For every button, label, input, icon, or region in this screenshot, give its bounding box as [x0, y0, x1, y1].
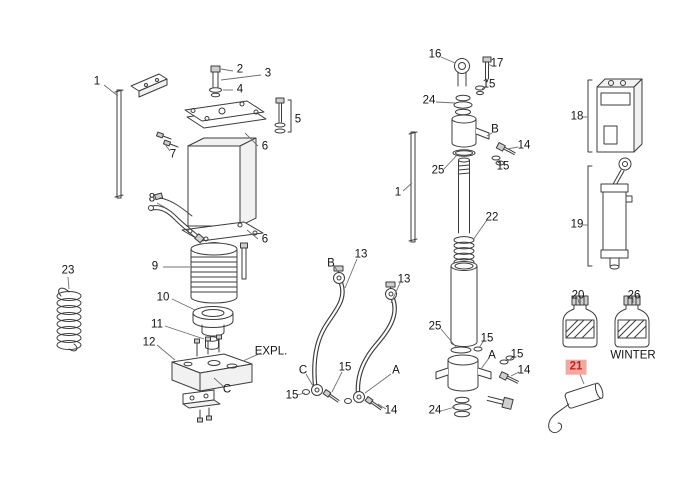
- callout-20[interactable]: 20: [571, 289, 585, 302]
- part-12-valve-block: [171, 334, 253, 392]
- callout-7[interactable]: 7: [169, 148, 177, 161]
- callout-4[interactable]: 4: [236, 83, 244, 96]
- callout-22[interactable]: 22: [485, 211, 499, 224]
- callout-18[interactable]: 18: [570, 110, 584, 123]
- leader-lines: [67, 56, 634, 412]
- part-6-cover-plate-top: [184, 100, 267, 129]
- callout-17[interactable]: 17: [490, 57, 504, 70]
- callout-a: A: [488, 349, 496, 362]
- callout-21[interactable]: 21: [565, 359, 587, 375]
- callout-16[interactable]: 16: [428, 48, 442, 61]
- callout-1[interactable]: 1: [93, 75, 101, 88]
- callout-12[interactable]: 12: [142, 336, 156, 349]
- callout-15[interactable]: 15: [480, 332, 494, 345]
- callout-5[interactable]: 5: [294, 113, 302, 126]
- callout-c: C: [298, 364, 308, 377]
- part-23-spring: [56, 287, 82, 352]
- part-1-rod: [114, 89, 124, 199]
- callout-15[interactable]: 15: [496, 160, 510, 173]
- callout-26[interactable]: 26: [627, 289, 641, 302]
- part-7-screws: [155, 131, 179, 148]
- callout-9[interactable]: 9: [151, 260, 159, 273]
- callout-b: B: [327, 257, 335, 270]
- mounting-bracket-top: [130, 73, 168, 98]
- top-fitting-port-b: [451, 114, 516, 166]
- main-cylinder-assembly: [408, 56, 519, 418]
- part-9-motor: [190, 242, 248, 304]
- part-13-hoses: [302, 265, 397, 411]
- cylinder-tube: [450, 261, 478, 347]
- callout-10[interactable]: 10: [156, 291, 170, 304]
- part-5-bolt: [274, 97, 292, 134]
- hose-fittings: [302, 389, 383, 411]
- callout-3[interactable]: 3: [264, 67, 272, 80]
- right-column: [548, 78, 650, 434]
- mounting-bracket-bottom: [182, 389, 221, 423]
- part-8-cables: [148, 192, 205, 244]
- callout-14[interactable]: 14: [517, 364, 531, 377]
- callout-15[interactable]: 15: [482, 78, 496, 91]
- callout-15[interactable]: 15: [285, 389, 299, 402]
- callout-6[interactable]: 6: [261, 233, 269, 246]
- part-24-washer-stack-top: [453, 94, 473, 116]
- callout-19[interactable]: 19: [570, 218, 584, 231]
- callout-b: B: [491, 123, 499, 136]
- callout-14[interactable]: 14: [517, 139, 531, 152]
- callout-11[interactable]: 11: [151, 318, 163, 331]
- callout-24[interactable]: 24: [428, 404, 442, 417]
- piston-rod: [458, 157, 470, 234]
- left-motor-assembly: [56, 65, 292, 423]
- callout-a: A: [392, 364, 400, 377]
- callout-25[interactable]: 25: [428, 320, 442, 333]
- callout-15[interactable]: 15: [510, 348, 524, 361]
- callout-c: C: [222, 383, 232, 396]
- part-25-oring-bottom: [450, 346, 483, 354]
- part-19-cylinder: [587, 157, 633, 270]
- callout-13[interactable]: 13: [397, 273, 411, 286]
- callout-winter: WINTER: [610, 349, 656, 362]
- callout-13[interactable]: 13: [354, 248, 368, 261]
- callout-expl: EXPL.: [254, 345, 288, 358]
- part-1-rod-center: [408, 131, 418, 243]
- part-10-pump: [192, 306, 234, 337]
- callout-1[interactable]: 1: [394, 186, 402, 199]
- callout-6[interactable]: 6: [261, 140, 269, 153]
- callout-15[interactable]: 15: [338, 361, 352, 374]
- part-16-ball-joint: [454, 58, 470, 87]
- part-26-winter-oil-bottle: [614, 295, 650, 348]
- part-25-oring-top: [452, 149, 476, 157]
- bottom-manifold-ports-a-c: [435, 354, 519, 410]
- part-21-cable-part: [548, 382, 604, 434]
- callout-23[interactable]: 23: [61, 264, 75, 277]
- callout-8[interactable]: 8: [148, 192, 156, 205]
- part-24-washer-stack-bottom: [452, 396, 472, 418]
- part-2-3-4-bolt: [209, 65, 222, 98]
- callout-25[interactable]: 25: [431, 164, 445, 177]
- part-20-oil-bottle: [562, 295, 598, 348]
- part-18-power-unit: [587, 78, 643, 153]
- callout-24[interactable]: 24: [422, 94, 436, 107]
- part-6-tank-body: [187, 137, 257, 227]
- callout-2[interactable]: 2: [236, 63, 244, 76]
- callout-14[interactable]: 14: [384, 404, 398, 417]
